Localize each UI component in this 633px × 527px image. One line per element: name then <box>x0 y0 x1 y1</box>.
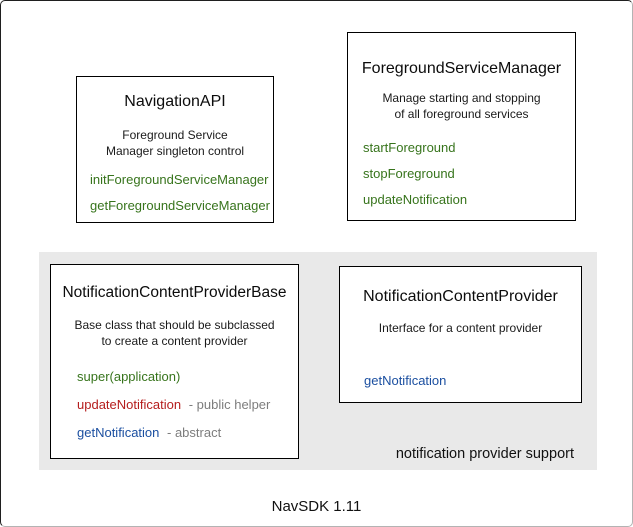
method-get-foreground-service-manager: getForegroundServiceManager <box>90 198 270 213</box>
class-title-notification-content-provider: NotificationContentProvider <box>363 288 558 305</box>
method-get-notification: getNotification - abstract <box>77 425 270 440</box>
class-title-navigation-api: NavigationAPI <box>124 93 226 110</box>
method-list: getNotification <box>364 373 446 399</box>
method-list: super(application) updateNotification - … <box>77 369 270 453</box>
method-stop-foreground: stopForeground <box>363 166 455 181</box>
class-box-navigation-api: NavigationAPI Foreground Service Manager… <box>76 76 274 223</box>
sdk-version-caption: NavSDK 1.11 <box>271 498 362 515</box>
method-label: updateNotification <box>77 397 182 412</box>
class-title-notification-content-provider-base: NotificationContentProviderBase <box>62 284 287 301</box>
method-update-notification: updateNotification <box>363 192 468 207</box>
method-note: - abstract <box>167 425 222 440</box>
class-description-notification-content-provider-base: Base class that should be subclassed to … <box>74 318 275 348</box>
class-description-navigation-api: Foreground Service Manager singleton con… <box>105 128 245 158</box>
method-label: super(application) <box>77 369 181 384</box>
class-box-notification-content-provider-base: NotificationContentProviderBase Base cla… <box>50 264 299 459</box>
method-update-notification: updateNotification - public helper <box>77 397 270 412</box>
class-description-foreground-service-manager: Manage starting and stopping of all fore… <box>382 91 541 121</box>
method-start-foreground: startForeground <box>363 140 456 155</box>
class-box-foreground-service-manager: ForegroundServiceManager Manage starting… <box>347 32 576 221</box>
method-list: initForegroundServiceManager getForegrou… <box>90 172 270 224</box>
class-box-notification-content-provider: NotificationContentProvider Interface fo… <box>339 266 582 403</box>
class-title-foreground-service-manager: ForegroundServiceManager <box>361 60 562 77</box>
panel-caption: notification provider support <box>395 446 574 462</box>
method-super-application: super(application) <box>77 369 270 384</box>
method-get-notification: getNotification <box>364 373 447 388</box>
method-init-foreground-service-manager: initForegroundServiceManager <box>90 172 269 187</box>
method-label: getNotification <box>77 425 160 440</box>
class-description-notification-content-provider: Interface for a content provider <box>378 321 543 335</box>
method-note: - public helper <box>188 397 271 412</box>
method-list: startForeground stopForeground updateNot… <box>363 140 467 218</box>
